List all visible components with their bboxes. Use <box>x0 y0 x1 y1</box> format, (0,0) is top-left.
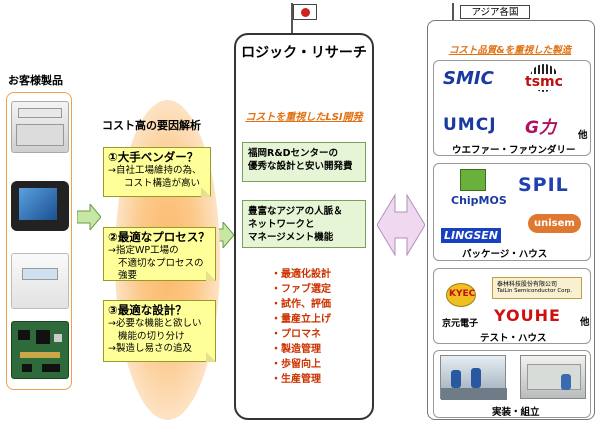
chipmos-logo: ChipMOS <box>451 194 507 207</box>
rd-line: 福岡R&Dセンターの <box>248 148 338 159</box>
tailin-logo: 泰林科技股份有限公司 TaiLin Semiconductor Corp. <box>492 277 582 299</box>
japan-flag-icon <box>293 4 317 20</box>
assembly-photo-1 <box>440 355 507 400</box>
circuit-board-image <box>11 321 69 379</box>
note-line: 強要 <box>118 270 138 281</box>
printer-image <box>11 101 69 153</box>
kyec-chinese-name: 京元電子 <box>442 319 479 329</box>
note-heading: ①大手ベンダー？ <box>108 150 199 164</box>
note-line: →指定WP工場の <box>108 245 179 256</box>
note-line: 不適切なプロセスの <box>118 257 204 269</box>
youhe-logo: YOUHE <box>494 306 561 325</box>
package-section <box>433 163 591 261</box>
foundry-label: ウエファー・ファウンダリー <box>452 145 576 156</box>
rd-line: 優秀な設計と安い開発費 <box>248 161 353 172</box>
assembly-label: 実装・組立 <box>492 407 540 418</box>
note-heading: ②最適なプロセス？ <box>108 230 210 244</box>
service-item: ・プロマネ <box>271 329 321 340</box>
note-line: コスト構造が高い <box>124 177 201 189</box>
note-line: 機能の切り分け <box>118 330 185 342</box>
flag-pole <box>291 3 293 35</box>
appliance-image <box>11 253 69 309</box>
test-house-label: テスト・ハウス <box>480 333 547 344</box>
bidirectional-arrow-icon <box>377 193 425 257</box>
kyec-logo: KYEC <box>446 283 476 307</box>
g-power-logo: G力 <box>525 118 556 138</box>
arrow-right-icon <box>77 204 101 230</box>
network-line: マネージメント機能 <box>248 232 334 243</box>
tailin-chinese: 泰林科技股份有限公司 <box>497 281 558 288</box>
network-box: 豊富なアジアの人脈＆ ネットワークと マネージメント機能 <box>242 200 366 248</box>
analysis-note-2: ②最適なプロセス？ →指定WP工場の 不適切なプロセスの 強要 <box>103 227 216 281</box>
flag-pole <box>452 3 454 23</box>
service-item: ・製造管理 <box>271 344 321 355</box>
smic-logo: SMIC <box>443 68 494 89</box>
chipmos-chip-icon <box>460 169 486 191</box>
umcj-logo: UMCJ <box>443 115 497 135</box>
note-line: →製造し易さの追及 <box>108 343 192 354</box>
package-label: パッケージ・ハウス <box>462 249 548 260</box>
unisem-logo: unisem <box>528 214 581 233</box>
analysis-note-1: ①大手ベンダー？ →自社工場維持の為、 コスト構造が高い <box>103 147 211 197</box>
kyec-text: KYEC <box>449 289 476 299</box>
tsmc-text: tsmc <box>524 74 564 90</box>
others-label: 他 <box>578 130 588 141</box>
products-title: お客様製品 <box>8 74 63 87</box>
service-item: ・最適化設計 <box>271 269 331 280</box>
media-player-image <box>11 181 69 231</box>
note-line: →必要な機能と欲しい <box>108 318 202 329</box>
network-line: ネットワークと <box>248 219 315 230</box>
foundry-section <box>433 60 591 156</box>
analysis-note-3: ③最適な設計？ →必要な機能と欲しい 機能の切り分け →製造し易さの追及 <box>103 300 216 362</box>
service-item: ・歩留向上 <box>271 359 321 370</box>
service-item: ・生産管理 <box>271 374 321 385</box>
rd-center-box: 福岡R&Dセンターの 優秀な設計と安い開発費 <box>242 142 366 182</box>
products-panel <box>6 92 72 390</box>
assembly-photo-2 <box>520 355 586 399</box>
note-heading: ③最適な設計？ <box>108 303 187 317</box>
service-item: ・試作、評価 <box>271 299 331 310</box>
others-label: 他 <box>580 317 590 328</box>
asia-region-label: アジア各国 <box>460 5 530 19</box>
spil-logo: SPIL <box>518 174 569 196</box>
center-subtitle: コストを重視したLSI開発 <box>245 112 363 123</box>
note-line: →自社工場維持の為、 <box>108 165 202 176</box>
company-title: ロジック・リサーチ <box>241 45 367 61</box>
analysis-title: コスト高の要因解析 <box>102 119 201 132</box>
service-item: ・量産立上げ <box>271 314 331 325</box>
network-line: 豊富なアジアの人脈＆ <box>248 206 343 217</box>
lingsen-logo: LINGSEN <box>441 228 501 243</box>
asia-subtitle: コスト品質&を重視した製造 <box>448 45 572 56</box>
tailin-english: TaiLin Semiconductor Corp. <box>497 288 573 294</box>
tsmc-logo: tsmc <box>522 64 566 100</box>
service-item: ・ファブ選定 <box>271 284 331 295</box>
